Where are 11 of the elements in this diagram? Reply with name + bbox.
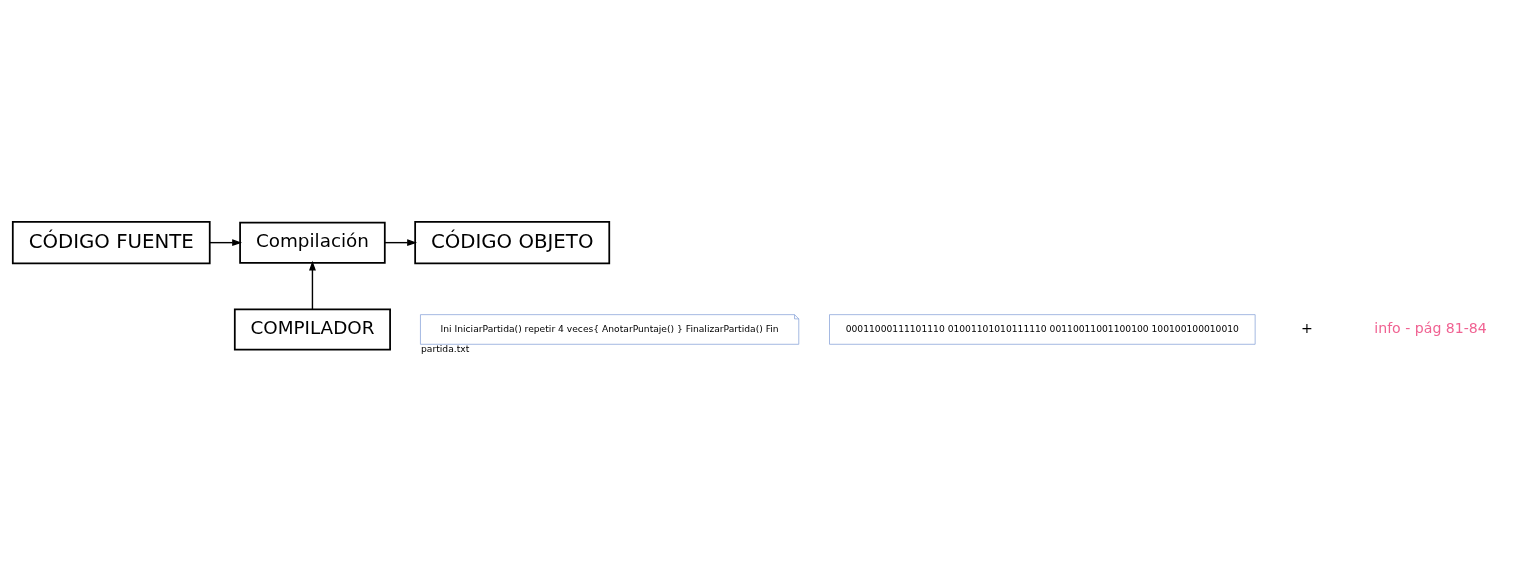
label: + — [1301, 320, 1313, 336]
node-box: CÓDIGO FUENTE — [11, 220, 211, 265]
label: info - pág 81-84 — [1374, 320, 1487, 336]
arrow — [308, 260, 316, 310]
arrow — [384, 239, 418, 247]
node-label: partida.txt — [421, 342, 470, 354]
node-box: CÓDIGO OBJETO — [414, 220, 611, 265]
node-box: 00011000111101110 01001101010111110 00110011001100100 100100100010010 — [829, 314, 1256, 345]
arrow — [209, 239, 243, 247]
node-box: COMPILADOR — [233, 308, 391, 351]
node-box: Compilación — [239, 221, 386, 264]
